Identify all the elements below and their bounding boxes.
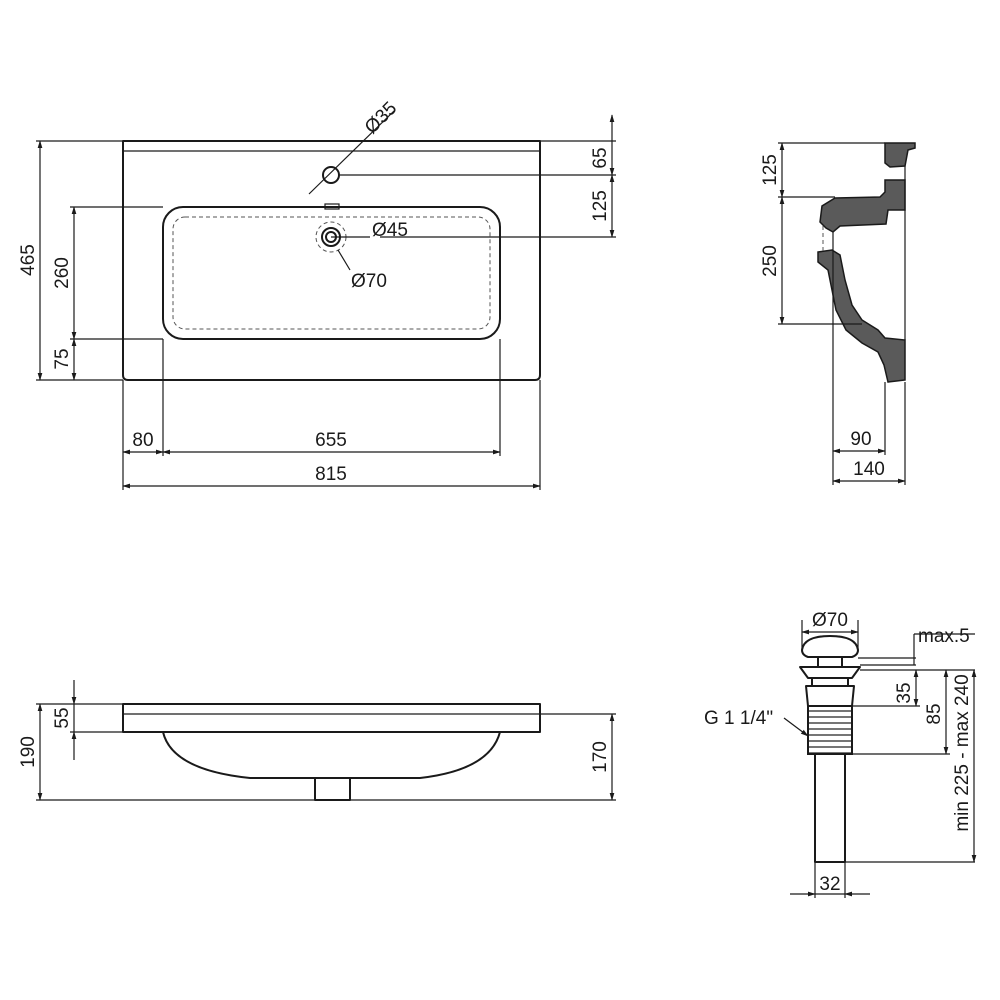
- dim-front-bowl-height: 170: [590, 741, 611, 773]
- dim-tap-hole-dia: Ø35: [361, 98, 401, 138]
- valve-collar: [811, 677, 849, 687]
- dim-valve-pipe-dia: 32: [819, 874, 840, 895]
- dim-drain-dia: Ø45: [372, 220, 408, 241]
- dim-overall-depth: 465: [18, 244, 39, 276]
- drain-outer-leader: [337, 249, 351, 271]
- bowl-section: [817, 249, 906, 383]
- front-bowl: [162, 731, 501, 779]
- dim-front-overall-height: 190: [18, 736, 39, 768]
- rear-wall-section: [819, 179, 906, 233]
- rear-deck-section: [884, 142, 916, 168]
- valve-flange: [799, 666, 861, 679]
- dim-valve-cap-height: 35: [894, 682, 915, 703]
- front-view: 190 55 170: [18, 680, 616, 801]
- dim-front-deck-thickness: 55: [52, 707, 73, 728]
- dim-bowl-depth: 260: [52, 257, 73, 289]
- dim-tap-offset: 65: [590, 147, 611, 168]
- top-view: 465 260 75 65 125 80 655 815 Ø35 Ø45 Ø70: [18, 98, 616, 490]
- dim-drain-outer-dia: Ø70: [351, 271, 387, 292]
- dim-side-overall-depth: 140: [853, 459, 885, 480]
- front-deck: [122, 703, 541, 733]
- tap-hole-leader: [308, 109, 396, 195]
- front-drain-tail: [314, 777, 351, 801]
- dim-valve-max-gap: max.5: [918, 626, 970, 647]
- dim-valve-thread-height: 85: [924, 703, 945, 724]
- valve-cap-stem: [817, 656, 843, 668]
- dim-front-offset: 75: [52, 348, 73, 369]
- valve-tail-pipe: [814, 753, 846, 863]
- bowl-outline: [162, 206, 501, 340]
- dim-valve-cap-dia: Ø70: [812, 610, 848, 631]
- bowl-inner-dashed: [172, 216, 491, 330]
- dim-overall-width: 815: [315, 464, 347, 485]
- basin-outline: [122, 140, 541, 381]
- dim-valve-length-range: min 225 - max 240: [952, 674, 973, 831]
- dim-side-bowl-height: 250: [760, 245, 781, 277]
- dim-drain-offset: 125: [590, 190, 611, 222]
- valve-body-top: [805, 685, 855, 707]
- dim-side-top-height: 125: [760, 154, 781, 186]
- dim-leader: [783, 717, 809, 737]
- dim-left-offset: 80: [132, 430, 153, 451]
- drain-valve-view: Ø70 max.5 35 85 min 225 - max 240 G 1 1/…: [704, 610, 977, 898]
- dim-side-inner-depth: 90: [850, 429, 871, 450]
- dim-bowl-width: 655: [315, 430, 347, 451]
- dim-valve-thread-spec: G 1 1/4": [704, 708, 773, 729]
- valve-thread: [807, 705, 853, 755]
- valve-cap: [801, 635, 859, 658]
- side-section-view: 125 250 90 140: [760, 142, 916, 485]
- tap-hole: [322, 166, 340, 184]
- overflow-slot: [324, 203, 340, 210]
